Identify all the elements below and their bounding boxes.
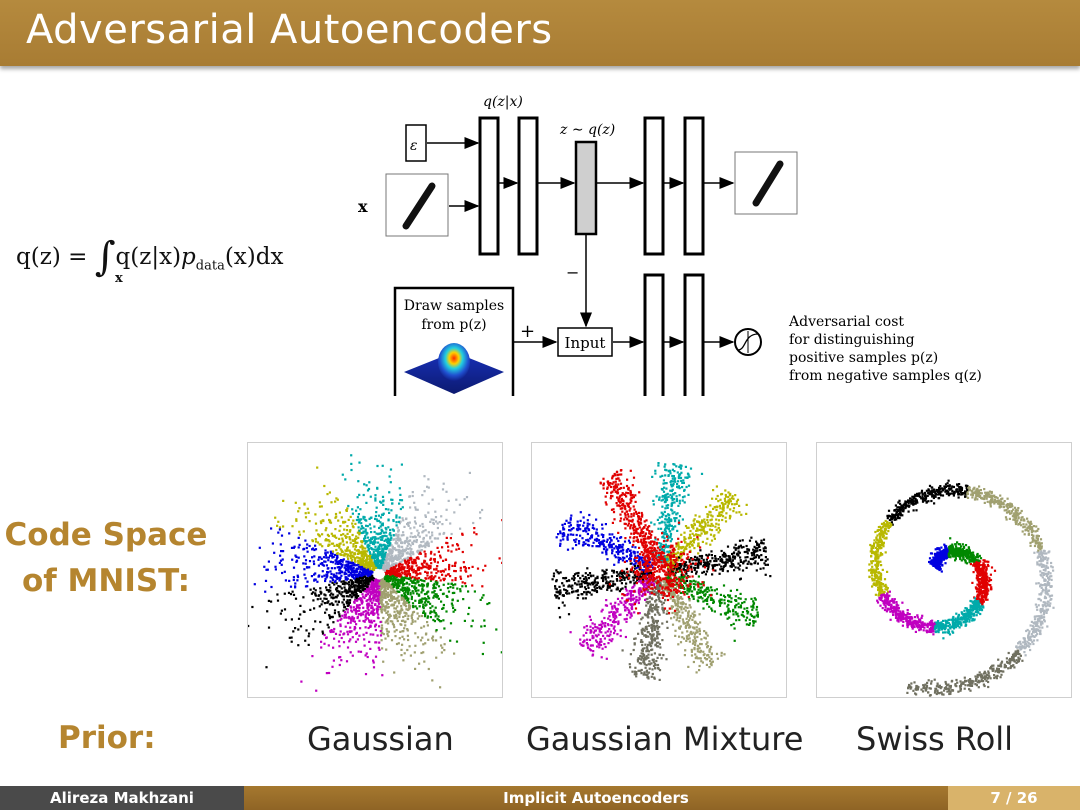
code-space-line-1: Code Space [2,512,210,558]
discriminator-layer-1 [645,275,663,396]
input-x-label: x [358,197,368,216]
scatter-plot-gaussian [247,442,503,698]
adv-cost-line-2: for distinguishing [789,332,915,348]
discriminator-layer-2 [685,275,703,396]
minus-label: − [566,263,579,282]
prior-label: Prior: [58,720,156,756]
adv-cost-line-4: from negative samples q(z) [789,368,982,384]
title-bar: Adversarial Autoencoders [0,0,1080,66]
aae-architecture-diagram: ε x q(z|x) z ∼ q(z) − Draw samples from … [0,66,1080,396]
page-total: 26 [1017,789,1038,807]
page-sep: / [1006,789,1011,807]
footer-author: Alireza Makhzani [50,789,194,807]
page-current: 7 [990,789,1000,807]
epsilon-label: ε [410,138,418,154]
plus-label: + [520,321,535,342]
encoder-label: q(z|x) [483,94,523,110]
prior-swiss-roll: Swiss Roll [856,720,1013,758]
prior-gaussian: Gaussian [307,720,454,758]
gaussian-peak [438,343,470,381]
footer-bar: Alireza Makhzani Implicit Autoencoders 7… [0,786,1080,810]
input-label: Input [565,334,606,352]
code-label: z ∼ q(z) [559,122,615,138]
code-space-line-2: of MNIST: [2,558,210,604]
footer-page-block: 7 / 26 [948,786,1080,810]
slide-title: Adversarial Autoencoders [26,7,553,53]
encoder-layer-2 [519,118,537,254]
scatter-plot-gaussian-mixture [531,442,787,698]
adv-cost-line-3: positive samples p(z) [789,350,938,366]
footer-title-block: Implicit Autoencoders [244,786,948,810]
footer-author-block: Alireza Makhzani [0,786,244,810]
footer-talk-title: Implicit Autoencoders [503,789,689,807]
adv-cost-line-1: Adversarial cost [788,314,904,330]
encoder-layer-1 [480,118,498,254]
draw-samples-label: Draw samples [404,298,504,314]
scatter-plot-swiss-roll [816,442,1072,698]
decoder-layer-2 [685,118,703,254]
decoder-layer-1 [645,118,663,254]
prior-gaussian-mixture: Gaussian Mixture [526,720,803,758]
from-pz-label: from p(z) [421,317,486,333]
code-space-label: Code Space of MNIST: [2,512,210,604]
code-layer [576,142,596,234]
